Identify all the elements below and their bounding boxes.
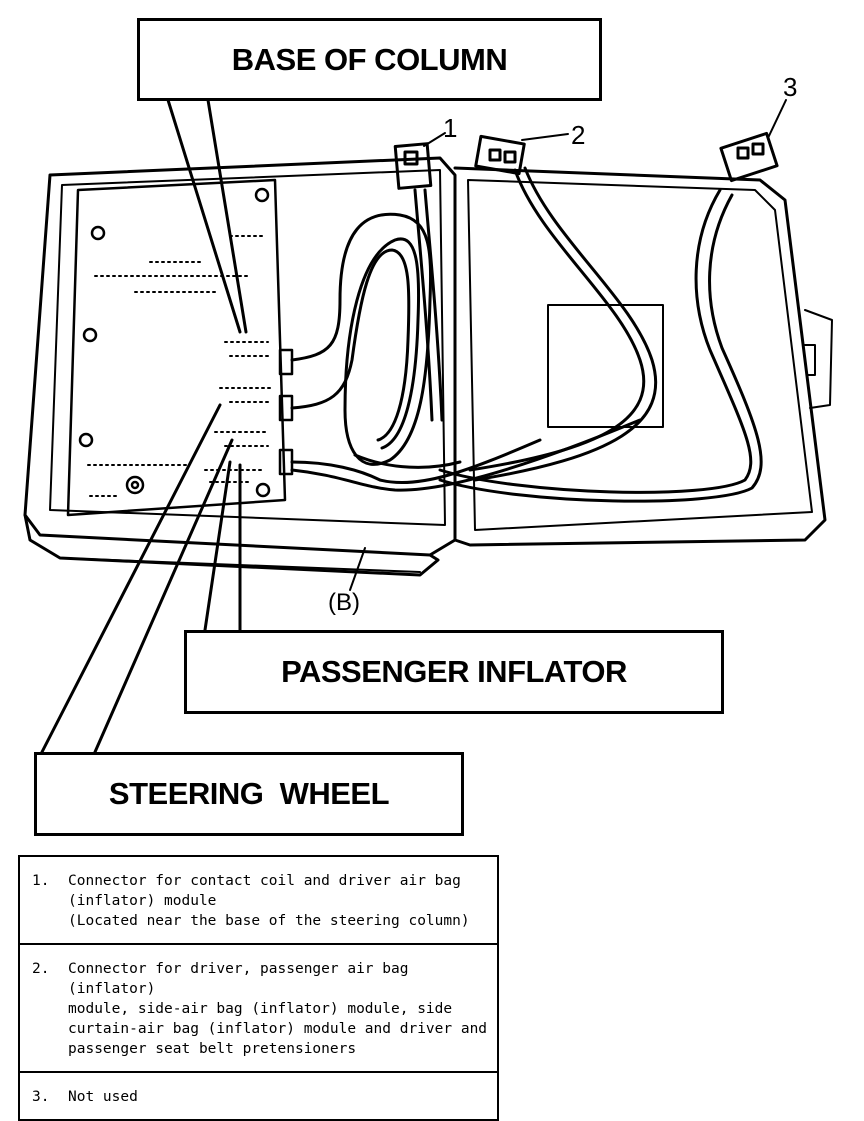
- case-right-half: [453, 166, 833, 547]
- callout-base-of-column: BASE OF COLUMN: [137, 18, 602, 101]
- legend-row: 1. Connector for contact coil and driver…: [20, 857, 497, 945]
- callout-steering-wheel: STEERING WHEEL: [34, 752, 464, 836]
- legend-text: Not used: [68, 1089, 138, 1105]
- lid-pad: [547, 304, 664, 428]
- coiled-harness: [290, 212, 642, 492]
- legend-number: 1.: [32, 873, 50, 889]
- case-label: (B): [328, 589, 360, 616]
- legend-table: 1. Connector for contact coil and driver…: [18, 855, 499, 1121]
- callout-passenger-inflator-label: PASSENGER INFLATOR: [281, 654, 627, 689]
- connector-number-3: 3: [783, 72, 798, 102]
- callout-passenger-inflator: PASSENGER INFLATOR: [184, 630, 724, 714]
- legend-number: 3.: [32, 1089, 50, 1105]
- callout-pointers: [40, 98, 248, 754]
- legend-number: 2.: [32, 961, 50, 977]
- module-board: [66, 178, 287, 517]
- legend-row: 3. Not used: [20, 1073, 497, 1119]
- connector-number-1: 1: [443, 113, 458, 143]
- connector-number-2: 2: [571, 120, 586, 150]
- lead-connector-1: [393, 142, 444, 422]
- callout-steering-wheel-label: STEERING WHEEL: [108, 776, 390, 811]
- number-leaders: [349, 99, 787, 591]
- lead-connector-2: [468, 134, 658, 482]
- lead-connector-3: [438, 131, 779, 503]
- board-markings: [87, 235, 271, 497]
- legend-text: Connector for driver, passenger air bag …: [68, 961, 488, 1057]
- legend-row: 2. Connector for driver, passenger air b…: [20, 945, 497, 1073]
- legend-text: Connector for contact coil and driver ai…: [68, 873, 470, 929]
- callout-base-of-column-label: BASE OF COLUMN: [231, 41, 508, 77]
